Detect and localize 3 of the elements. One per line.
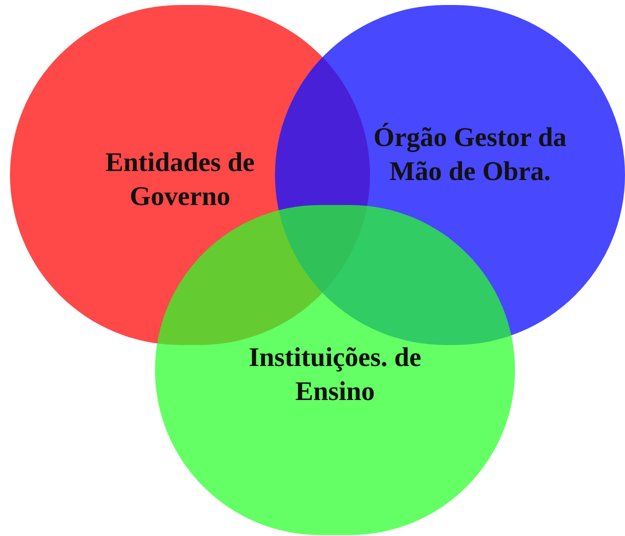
- circle-label: Entidades de Governo: [104, 146, 256, 213]
- circle-label: Instituições. de Ensino: [248, 341, 422, 408]
- circle-label: Órgão Gestor da Mão de Obra.: [372, 121, 568, 188]
